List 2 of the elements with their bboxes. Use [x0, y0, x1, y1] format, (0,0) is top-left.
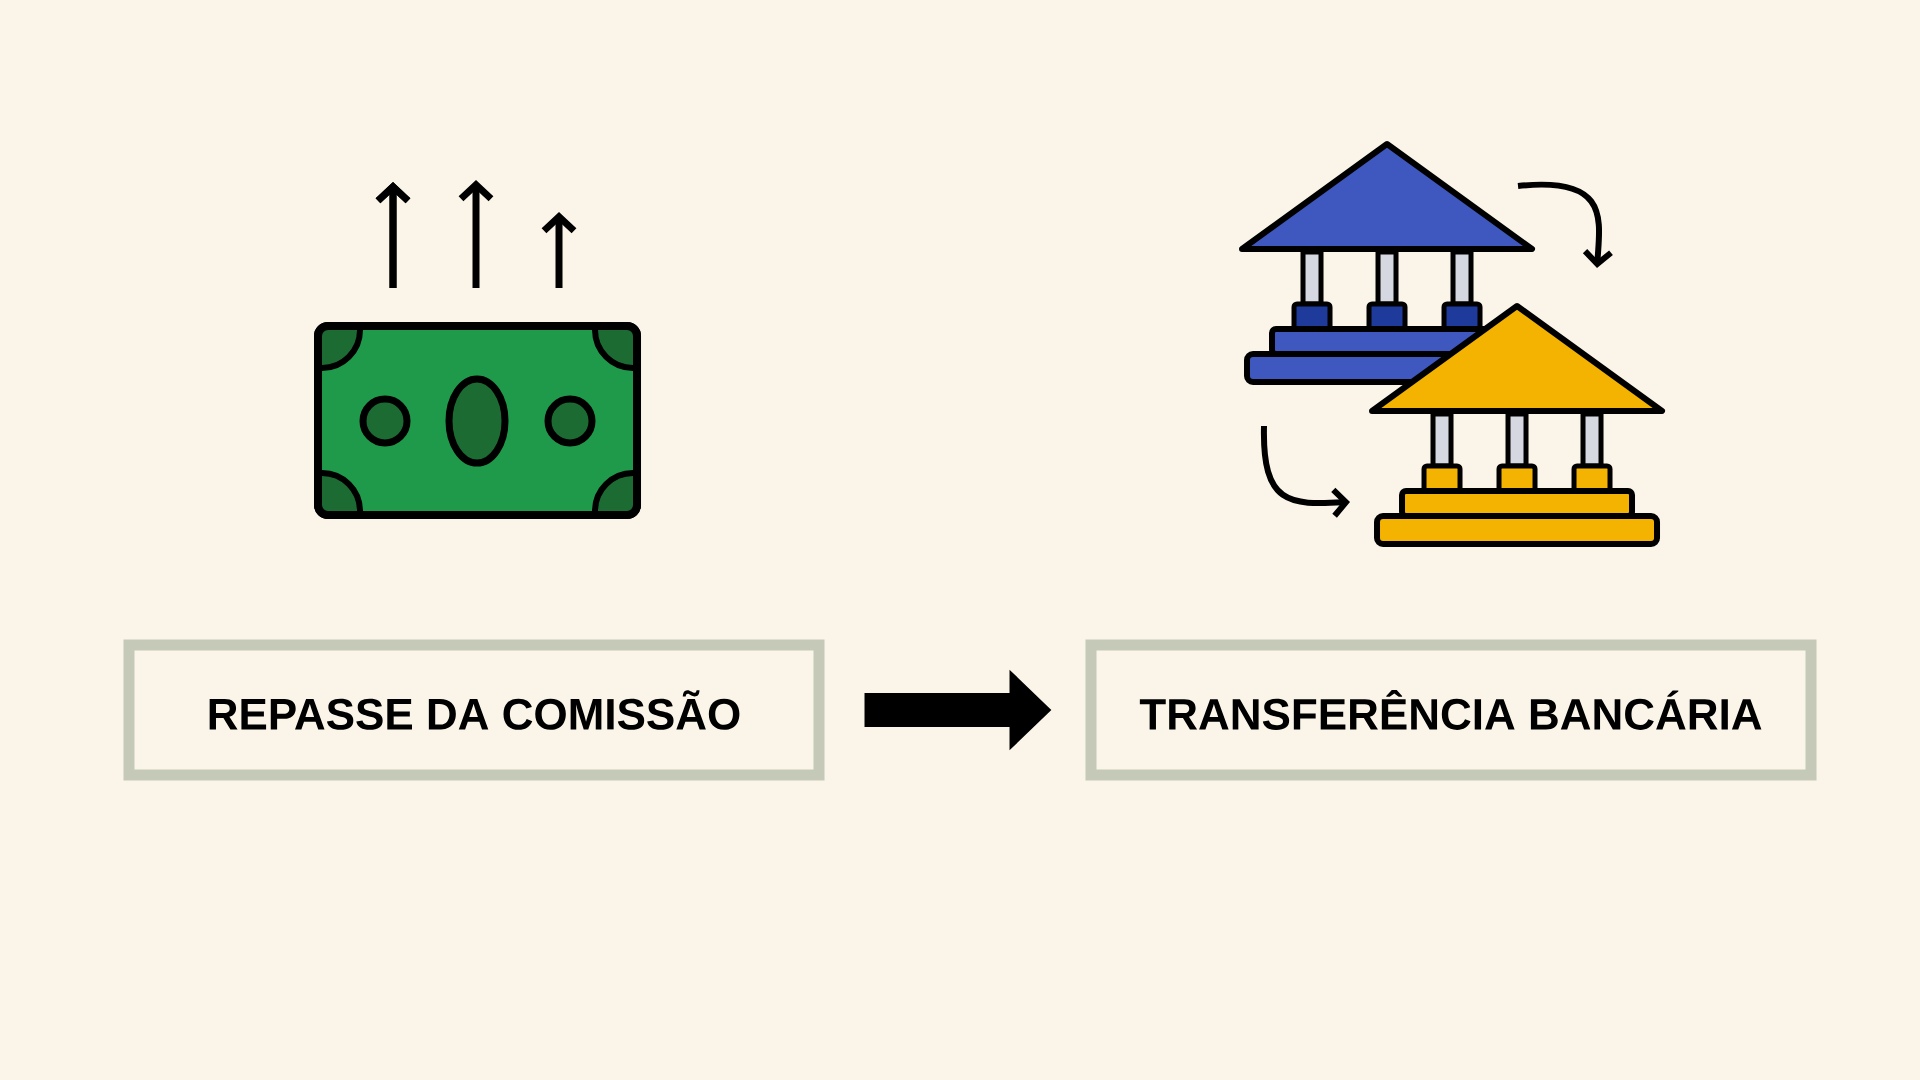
- label-box: TRANSFERÊNCIA BANCÁRIA: [1085, 639, 1817, 781]
- label-box: REPASSE DA COMISSÃO: [123, 639, 825, 781]
